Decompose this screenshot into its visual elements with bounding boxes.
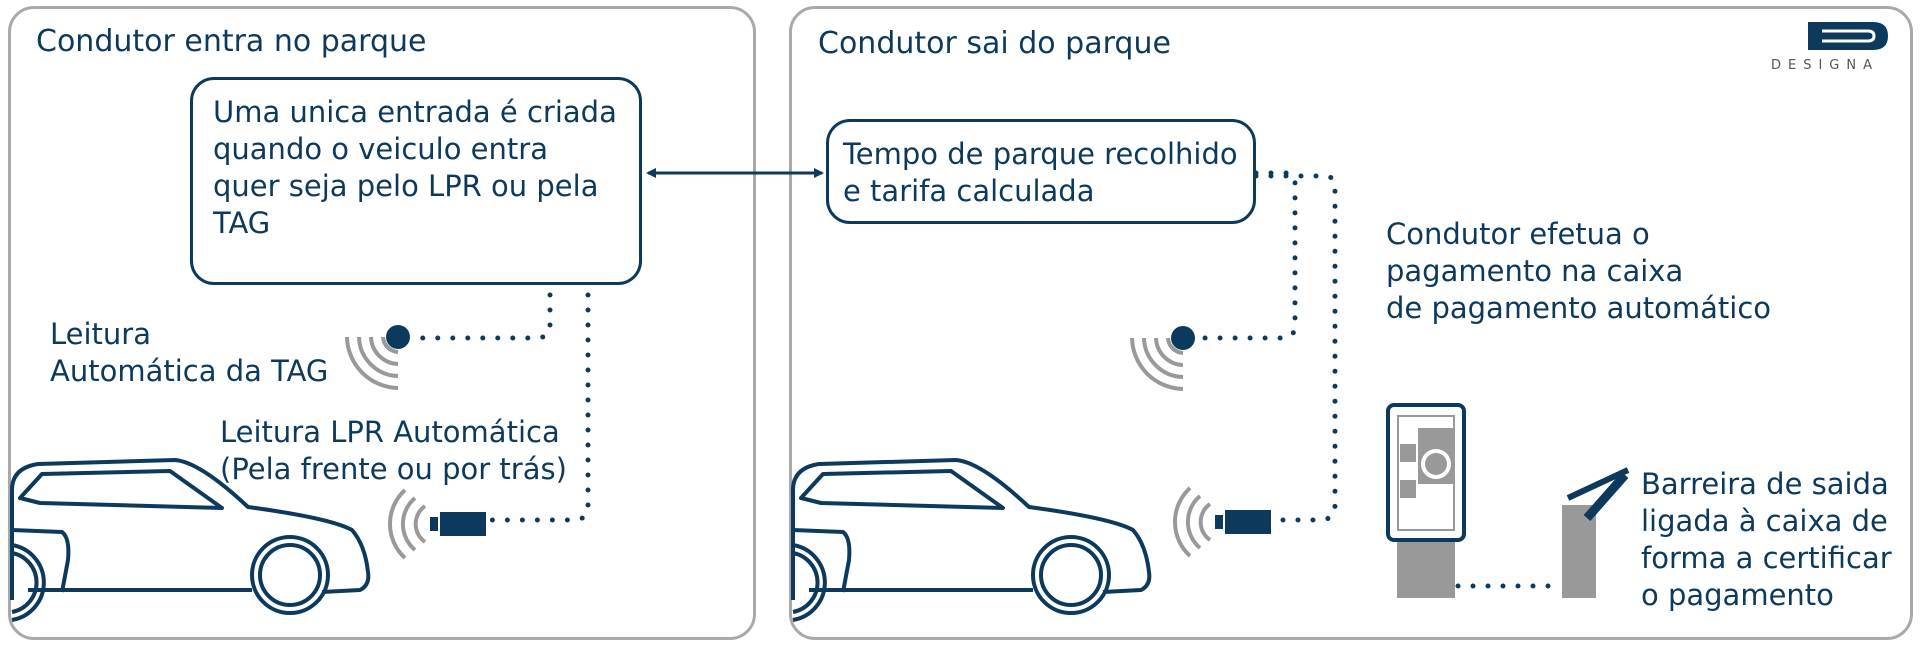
time-box: Tempo de parque recolhido e tarifa calcu…	[826, 119, 1256, 224]
tag-reader-label: Leitura Automática da TAG	[50, 317, 329, 388]
right-panel	[789, 6, 1913, 640]
payment-label: Condutor efetua o pagamento na caixa de …	[1386, 217, 1772, 325]
barrier-label: Barreira de saida ligada à caixa de form…	[1641, 467, 1892, 612]
exit-barrier-icon	[1562, 467, 1630, 598]
left-panel-title: Condutor entra no parque	[36, 24, 427, 59]
right-dotted-lines	[1197, 170, 1563, 589]
car-icon	[10, 458, 371, 622]
car-icon-exit	[791, 458, 1152, 622]
designa-logo-icon	[1808, 22, 1888, 50]
payment-terminal-icon	[1386, 403, 1466, 598]
entry-box: Uma unica entrada é criada quando o veic…	[190, 77, 642, 285]
designa-logo-text: DESIGNA	[1771, 58, 1880, 73]
tag-reader-icon	[345, 325, 410, 390]
lpr-camera-icon-exit	[1172, 486, 1271, 558]
lpr-camera-icon	[387, 488, 486, 560]
right-panel-title: Condutor sai do parque	[818, 26, 1171, 61]
tag-reader-icon-exit	[1130, 326, 1195, 391]
left-dotted-lines	[417, 292, 591, 523]
lpr-reader-label: Leitura LPR Automática (Pela frente ou p…	[220, 415, 567, 486]
